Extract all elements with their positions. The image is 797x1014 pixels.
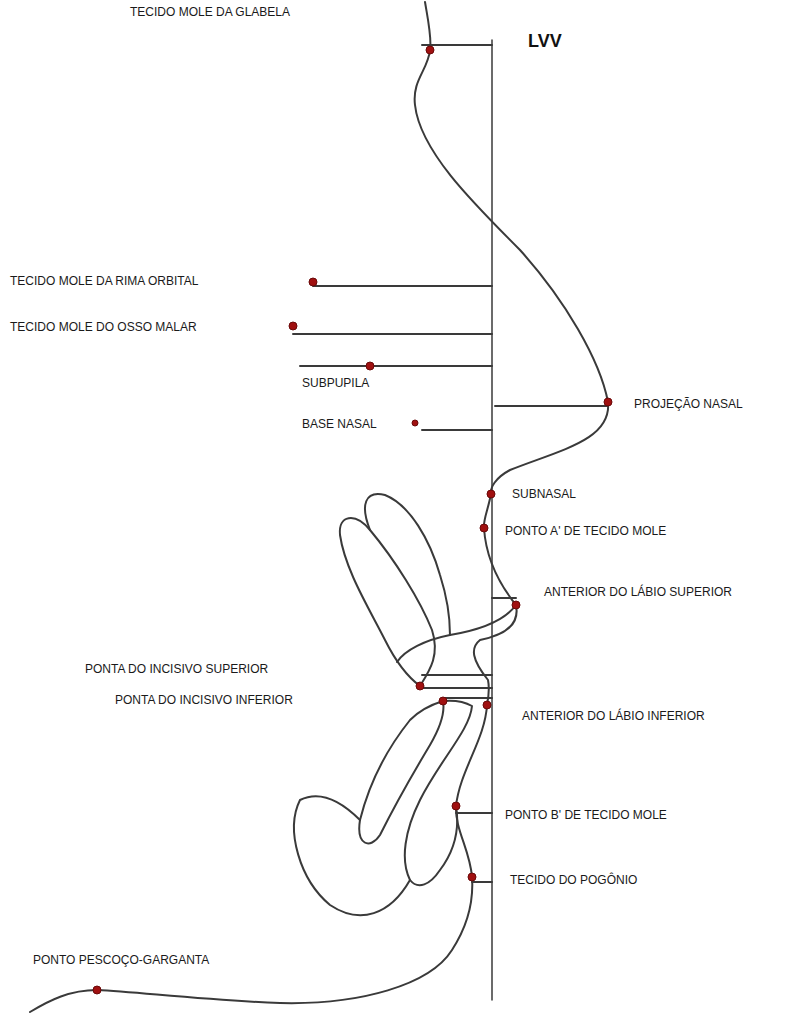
landmark-label: ANTERIOR DO LÁBIO INFERIOR bbox=[522, 709, 705, 723]
landmark-label: TECIDO MOLE DA RIMA ORBITAL bbox=[10, 274, 198, 288]
landmark-label: PONTO A' DE TECIDO MOLE bbox=[505, 524, 666, 538]
landmark-label: PONTA DO INCISIVO SUPERIOR bbox=[85, 662, 268, 676]
landmark-label: ANTERIOR DO LÁBIO SUPERIOR bbox=[544, 585, 732, 599]
landmark-label: PONTO B' DE TECIDO MOLE bbox=[505, 808, 667, 822]
landmark-label: TECIDO MOLE DO OSSO MALAR bbox=[10, 320, 197, 334]
landmark-label: BASE NASAL bbox=[302, 417, 377, 431]
reference-line-label: LVV bbox=[528, 31, 562, 53]
landmark-label: PONTO PESCOÇO-GARGANTA bbox=[33, 953, 209, 967]
landmark-label: TECIDO DO POGÔNIO bbox=[510, 873, 637, 887]
landmark-label: PONTA DO INCISIVO INFERIOR bbox=[115, 693, 293, 707]
landmark-label: PROJEÇÃO NASAL bbox=[634, 397, 743, 411]
landmark-label: SUBNASAL bbox=[512, 487, 576, 501]
landmark-label: SUBPUPILA bbox=[302, 376, 369, 390]
landmark-label: TECIDO MOLE DA GLABELA bbox=[130, 5, 290, 19]
